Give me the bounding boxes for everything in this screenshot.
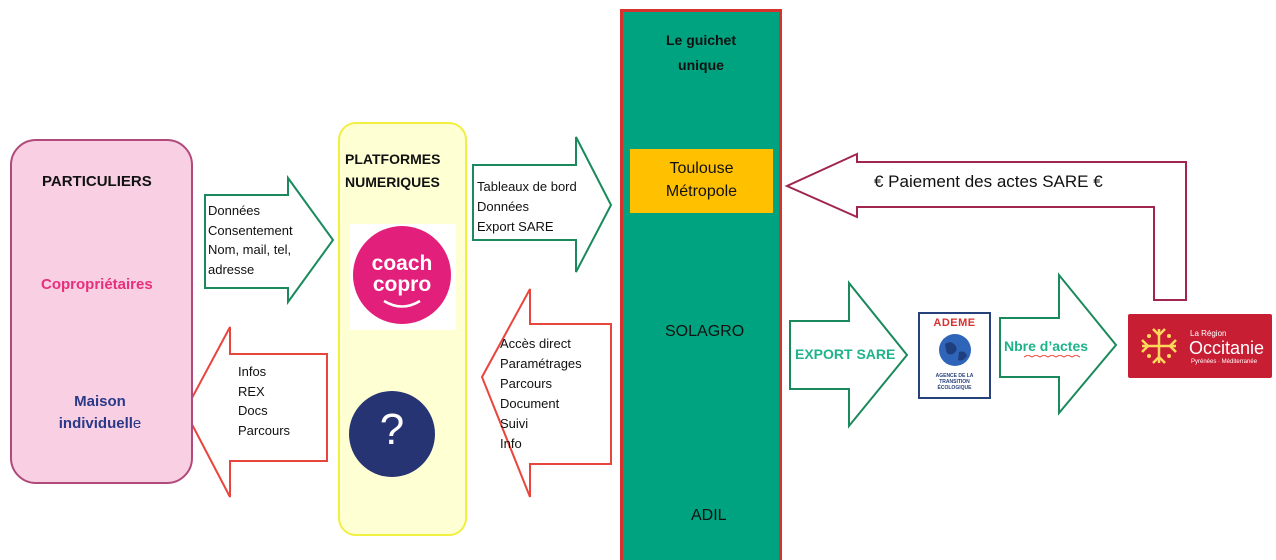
ademe-subtitle: AGENCE DE LA TRANSITION ÉCOLOGIQUE xyxy=(935,373,974,391)
arrow-tableaux-text: Tableaux de bord Données Export SARE xyxy=(477,179,577,234)
solagro-label: SOLAGRO xyxy=(665,323,745,340)
arrow-tableaux xyxy=(472,136,613,273)
toulouse-line2: Métropole xyxy=(665,183,738,200)
occitanie-line1: La Région xyxy=(1190,329,1227,338)
ademe-name: ADEME xyxy=(933,317,976,329)
particuliers-title: PARTICULIERS xyxy=(42,173,152,190)
arrow-acces xyxy=(480,288,612,498)
arrow-infos-text: Infos REX Docs Parcours xyxy=(238,364,291,438)
maison-individuelle-label: Maison individuelle xyxy=(50,391,150,435)
platformes-title: PLATFORMES NUMERIQUES xyxy=(345,151,441,190)
occitanie-line2: Occitanie xyxy=(1189,338,1265,358)
coach-copro-logo: coach copro xyxy=(353,226,451,324)
occitan-cross-icon xyxy=(1141,328,1177,364)
export-sare-label: EXPORT SARE xyxy=(795,346,896,362)
particuliers-box: PARTICULIERS Copropriétaires Maison indi… xyxy=(10,139,193,484)
spellcheck-underline xyxy=(1024,355,1080,358)
arrow-donnees xyxy=(204,174,335,306)
smile-icon xyxy=(383,299,421,308)
arrow-export-sare xyxy=(789,280,909,429)
arrow-donnees-text: Données Consentement Nom, mail, tel, adr… xyxy=(208,203,293,277)
toulouse-line1: Toulouse xyxy=(669,160,734,177)
ademe-logo: ADEME AGENCE DE LA TRANSITION ÉCOLOGIQUE xyxy=(918,312,991,399)
maison-line1: Maison xyxy=(74,393,126,410)
occitanie-logo: La Région Occitanie Pyrénées · Méditerra… xyxy=(1128,314,1272,378)
nbre-actes-label: Nbre d’actes xyxy=(1004,338,1088,358)
arrow-nbre-actes xyxy=(999,272,1118,416)
globe-icon xyxy=(939,334,971,366)
paiement-label: € Paiement des actes SARE € xyxy=(874,172,1103,191)
toulouse-metropole-box: Toulouse Métropole xyxy=(630,149,773,213)
occitanie-line3: Pyrénées · Méditerranée xyxy=(1191,359,1258,365)
question-mark-icon: ? xyxy=(379,405,405,454)
copro-label: copro xyxy=(372,273,432,296)
arrow-acces-text: Accès direct Paramétrages Parcours Docum… xyxy=(500,336,582,451)
guichet-unique-panel: Le guichet unique xyxy=(620,9,782,560)
arrow-infos xyxy=(183,326,328,498)
maison-line2: individuelle xyxy=(58,415,142,432)
guichet-title: Le guichet unique xyxy=(665,32,736,73)
coach-label: coach xyxy=(371,252,433,275)
adil-label: ADIL xyxy=(691,507,727,524)
arrow-paiement xyxy=(784,152,1187,301)
coproprietaires-label: Copropriétaires xyxy=(41,276,153,293)
unknown-platform-logo: ? xyxy=(349,391,435,477)
